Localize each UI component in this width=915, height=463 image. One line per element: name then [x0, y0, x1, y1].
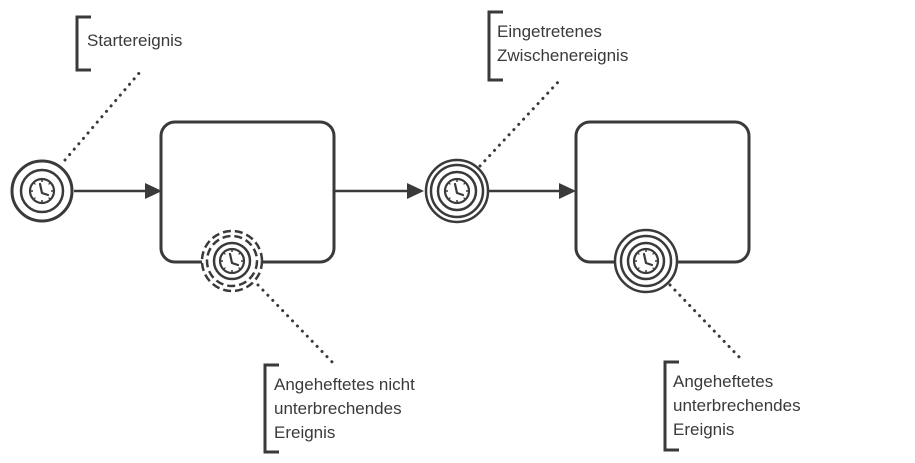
annotation-intermediate-event: Eingetretenes Zwischenereignis [497, 20, 628, 68]
annotation-bracket-interrupting [663, 360, 679, 452]
annotation-line: Eingetretenes [497, 22, 602, 41]
annotation-bracket-start [75, 15, 91, 72]
annotation-line: Angeheftetes nicht [274, 375, 415, 394]
timer-intermediate-event [424, 158, 490, 224]
sequence-flow-3 [489, 183, 576, 199]
association-interrupting [668, 283, 744, 362]
annotation-bracket-intermediate [487, 10, 503, 82]
annotation-bracket-non-interrupting [263, 363, 279, 454]
annotation-line: unterbrechendes [274, 399, 402, 418]
timer-start-event [10, 159, 74, 223]
sequence-flow-1 [74, 183, 162, 199]
annotation-interrupting: Angeheftetes unterbrechendes Ereignis [673, 370, 801, 442]
annotation-line: Startereignis [87, 31, 183, 50]
annotation-line: Angeheftetes [673, 372, 774, 391]
annotation-start-event: Startereignis [87, 29, 182, 53]
annotation-line: Ereignis [274, 423, 336, 442]
timer-boundary-interrupting [613, 228, 679, 294]
annotation-line: Ereignis [673, 420, 735, 439]
annotation-line: unterbrechendes [673, 396, 801, 415]
timer-boundary-non-interrupting [200, 229, 264, 293]
annotation-non-interrupting: Angeheftetes nicht unterbrechendes Ereig… [274, 373, 415, 445]
annotation-line: Zwischenereignis [497, 46, 629, 65]
association-intermediate-event [478, 78, 562, 168]
association-start-event [63, 70, 142, 162]
association-non-interrupting [256, 283, 337, 367]
sequence-flow-2 [335, 183, 424, 199]
